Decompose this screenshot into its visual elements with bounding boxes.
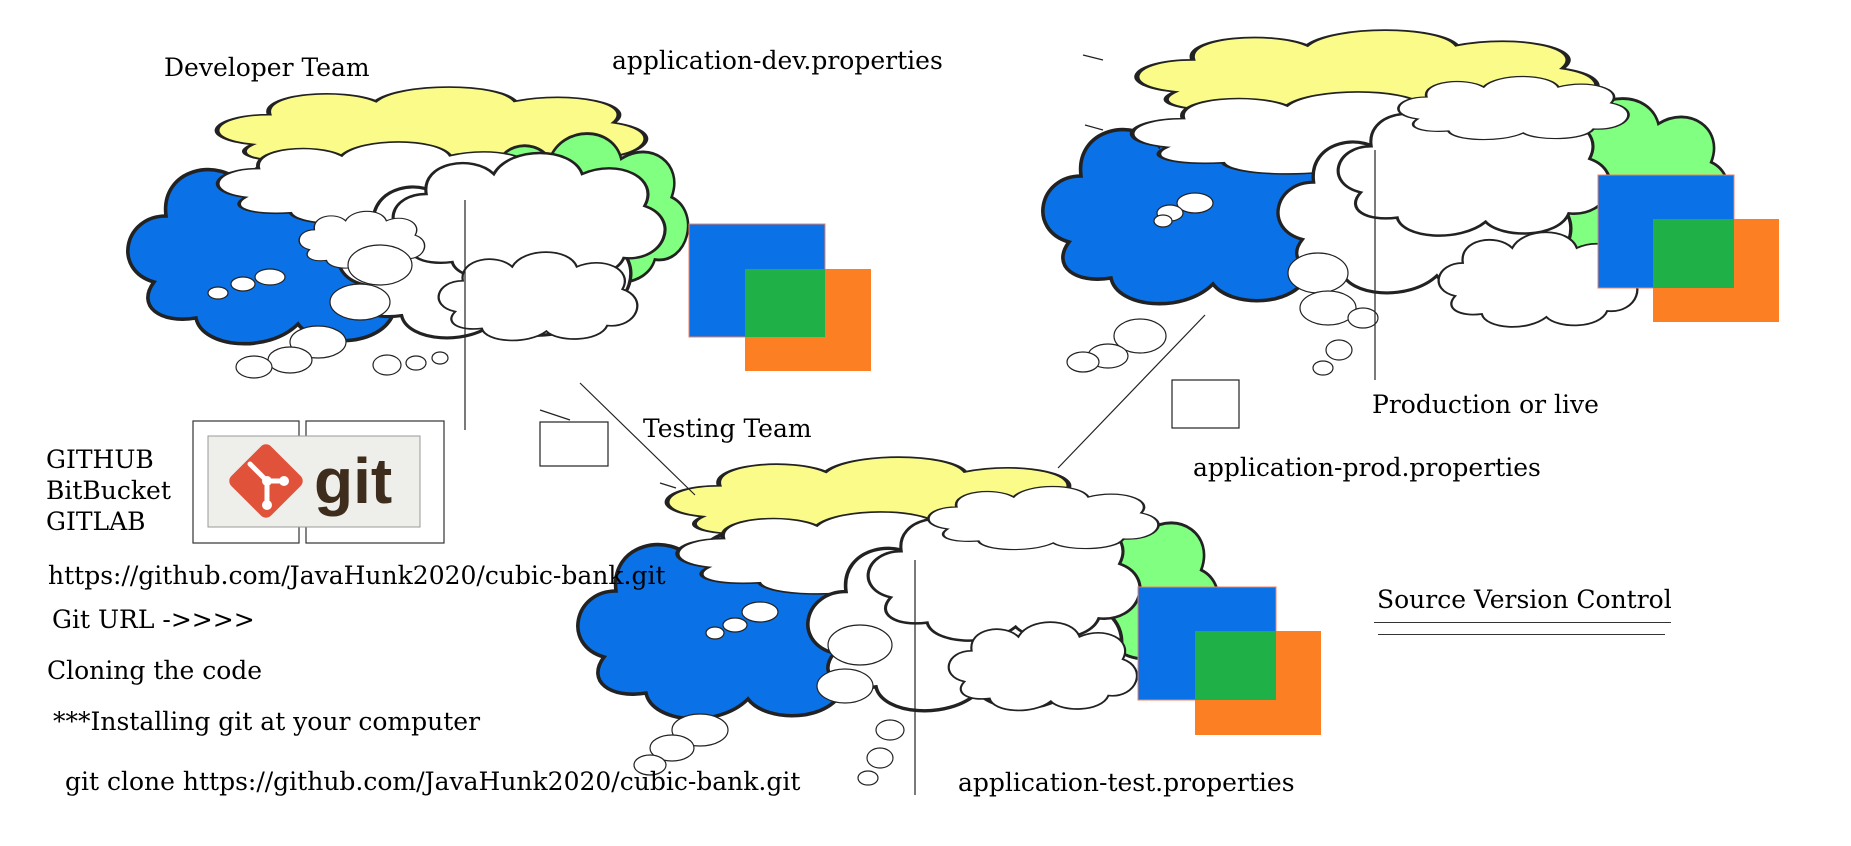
installing-git-note: ***Installing git at your computer bbox=[53, 707, 481, 736]
testing-team-title: Testing Team bbox=[643, 414, 812, 443]
svc-underline-bottom bbox=[1378, 634, 1665, 635]
production-app-icon bbox=[1597, 174, 1779, 322]
testing-app-icon bbox=[1137, 586, 1321, 735]
git-branch-icon bbox=[247, 461, 289, 510]
prod-properties-label: application-prod.properties bbox=[1193, 453, 1541, 482]
git-clone-command: git clone https://github.com/JavaHunk202… bbox=[65, 767, 801, 796]
repo-host-gitlab: GITLAB bbox=[46, 507, 146, 536]
developer-team-title: Developer Team bbox=[164, 53, 370, 82]
git-wordmark: git bbox=[314, 445, 392, 517]
developer-app-icon bbox=[688, 223, 871, 371]
repo-host-github: GITHUB bbox=[46, 445, 154, 474]
dev-properties-label: application-dev.properties bbox=[612, 46, 943, 75]
production-cloud-cluster bbox=[1041, 30, 1730, 380]
test-properties-label: application-test.properties bbox=[958, 768, 1295, 797]
placeholder-box-prod bbox=[1171, 379, 1240, 429]
production-team-title: Production or live bbox=[1372, 390, 1599, 419]
git-url-note: Git URL ->>>> bbox=[52, 605, 255, 634]
source-version-control-title: Source Version Control bbox=[1377, 585, 1672, 614]
testing-cloud-cluster bbox=[576, 457, 1220, 795]
repo-host-bitbucket: BitBucket bbox=[46, 476, 171, 505]
placeholder-box-dev bbox=[539, 421, 609, 467]
developer-cloud-cluster bbox=[126, 87, 690, 430]
connector-lines bbox=[539, 54, 1206, 496]
repo-url: https://github.com/JavaHunk2020/cubic-ba… bbox=[48, 561, 666, 590]
cloning-note: Cloning the code bbox=[47, 656, 263, 685]
svc-underline-top bbox=[1374, 622, 1671, 623]
